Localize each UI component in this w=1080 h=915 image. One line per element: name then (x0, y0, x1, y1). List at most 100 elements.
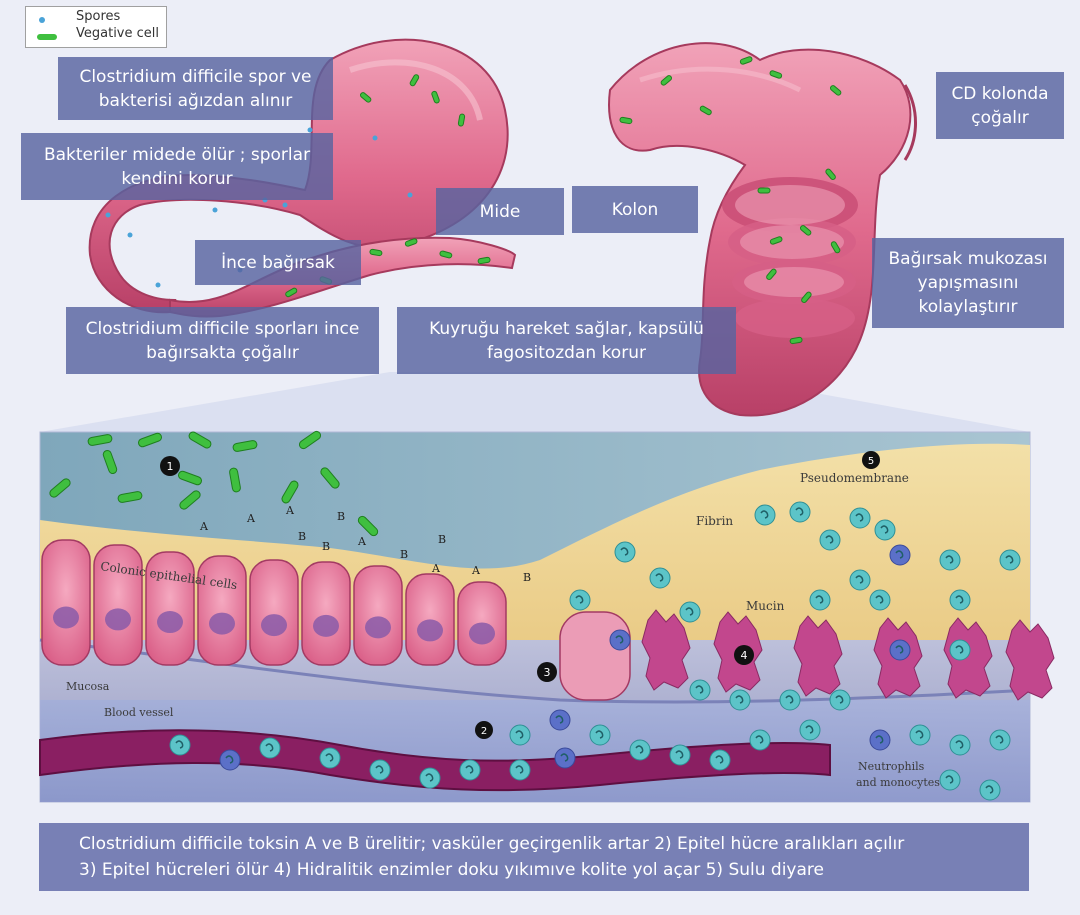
neutrophil (889, 544, 911, 566)
toxin-a-marker: A (199, 520, 209, 533)
damaged-epithelial-cells (559, 609, 1055, 701)
colonic-epithelial-cells (41, 539, 507, 666)
cell-nucleus (157, 611, 183, 634)
vegetative-cell (298, 430, 322, 450)
vegetative-cell (357, 515, 379, 537)
toxin-a-marker: A (357, 535, 367, 548)
toxin-b-marker: B (298, 530, 306, 543)
neutrophil (669, 744, 691, 766)
label-colon: Kolon (572, 186, 698, 233)
svg-text:5: 5 (868, 456, 874, 467)
vegetative-cell (188, 431, 212, 449)
neutrophil (649, 567, 671, 589)
step-marker-4: 4 (734, 645, 754, 665)
svg-text:3: 3 (544, 666, 551, 679)
neutrophil (809, 589, 831, 611)
cell-nucleus (261, 614, 287, 637)
neutrophil (614, 541, 636, 563)
svg-text:2: 2 (481, 726, 487, 737)
caption-line-1: Clostridium difficile toksin A ve B ürel… (79, 834, 905, 854)
fibrin-label: Fibrin (696, 514, 733, 528)
neutrophil (949, 589, 971, 611)
neutrophil (729, 689, 751, 711)
neutrophil (779, 689, 801, 711)
toxin-b-marker: B (400, 548, 408, 561)
label-small-intestine: İnce bağırsak (195, 240, 361, 285)
cell-nucleus (209, 612, 235, 635)
vegetative-cell (102, 449, 118, 475)
neutrophils-and-monocytes (169, 501, 1021, 801)
label-tail-capsule: Kuyruğu hareket sağlar, kapsülü fagosito… (397, 307, 736, 374)
cell-nucleus (53, 606, 79, 629)
epithelial-cell (353, 565, 403, 666)
mucosa-label: Mucosa (66, 680, 110, 693)
neutrophil (789, 501, 811, 523)
lumen-vegetative-cells (49, 430, 379, 537)
blood-vessel-label: Blood vessel (104, 706, 174, 719)
vegetative-cell (137, 432, 163, 448)
neutrophil (509, 759, 531, 781)
neutrophil (369, 759, 391, 781)
fragmented-cell (1005, 619, 1055, 701)
neutrophil (949, 734, 971, 756)
neutrophil (754, 504, 776, 526)
neutrophil (849, 569, 871, 591)
neutrophil (549, 709, 571, 731)
neutrophil (989, 729, 1011, 751)
legend-vegetative-label: Vegative cell (76, 26, 160, 41)
toxin-a-marker: A (471, 564, 481, 577)
neutrophil (889, 639, 911, 661)
vegetative-cell (117, 491, 143, 503)
toxin-b-marker: B (337, 510, 345, 523)
toxin-a-marker: A (431, 562, 441, 575)
epithelial-cell (41, 539, 91, 666)
step-marker-3: 3 (537, 662, 557, 682)
neutrophil (849, 507, 871, 529)
legend-spores-label: Spores (76, 9, 121, 24)
organ-vegetative-cells (285, 56, 842, 345)
label-mucosa-adhesion: Bağırsak mukozası yapışmasını kolaylaştı… (872, 238, 1064, 328)
monocytes-label: and monocytes (856, 776, 940, 789)
pseudomembrane-label: Pseudomembrane (800, 471, 909, 485)
svg-text:4: 4 (741, 649, 748, 662)
neutrophil (949, 639, 971, 661)
epithelial-cell (301, 561, 351, 666)
vegetative-swatch (37, 34, 57, 40)
vegetative-cell (320, 467, 340, 489)
neutrophil (589, 724, 611, 746)
legend: Spores Vegative cell (25, 6, 167, 48)
neutrophil (259, 737, 281, 759)
vegetative-cell (177, 470, 203, 486)
step-marker-1: 1 (160, 456, 180, 476)
label-stomach-death: Bakteriler midede ölür ; sporlar kendini… (21, 133, 333, 200)
step-marker-2: 2 (475, 721, 493, 739)
fragmented-cell (943, 617, 993, 699)
neutrophil (629, 739, 651, 761)
neutrophil (999, 549, 1021, 571)
neutrophil (689, 679, 711, 701)
neutrophil (819, 529, 841, 551)
neutrophil (609, 629, 631, 651)
cell-nucleus (313, 614, 339, 637)
epithelial-cell (405, 573, 455, 666)
spore-swatch (39, 17, 45, 23)
neutrophil (869, 589, 891, 611)
neutrophil (939, 549, 961, 571)
fragmented-cell (641, 609, 691, 691)
neutrophil (939, 769, 961, 791)
toxin-b-marker: B (523, 571, 531, 584)
cell-nucleus (417, 619, 443, 642)
label-stomach: Mide (436, 188, 564, 235)
neutrophil (799, 719, 821, 741)
cell-nucleus (469, 622, 495, 645)
label-spore-multiply: Clostridium difficile sporları ince bağı… (66, 307, 379, 374)
toxin-b-marker: B (322, 540, 330, 553)
pathogenesis-caption: Clostridium difficile toksin A ve B ürel… (39, 823, 1029, 891)
neutrophil (869, 729, 891, 751)
toxin-a-marker: A (285, 504, 295, 517)
neutrophil (709, 749, 731, 771)
epithelial-cell (93, 544, 143, 666)
label-ingestion: Clostridium difficile spor ve bakterisi … (58, 57, 333, 120)
neutrophil (419, 767, 441, 789)
